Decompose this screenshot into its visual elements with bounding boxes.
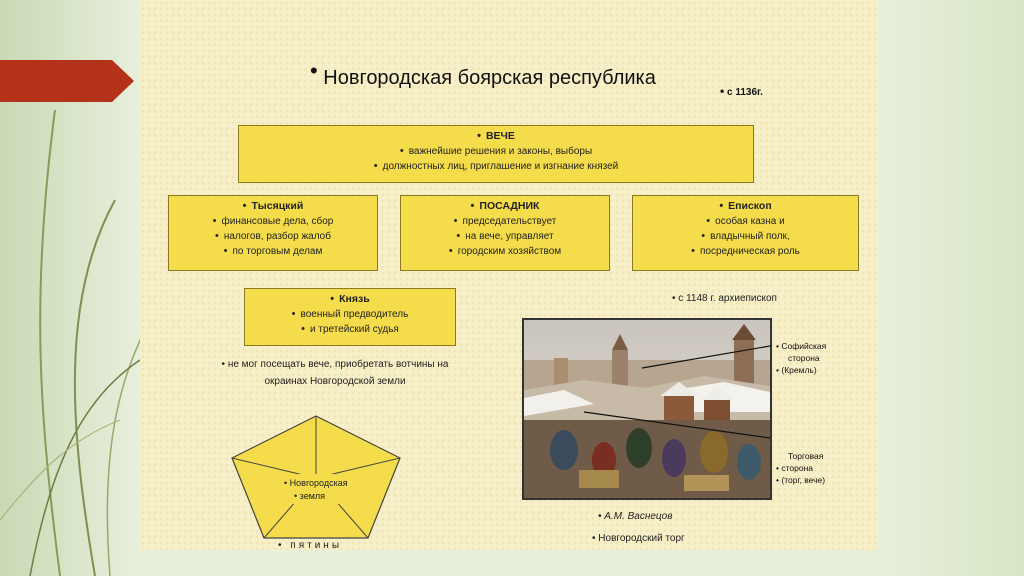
date-note: • с 1136г. (720, 84, 763, 98)
painting-author: • А.М. Васнецов (598, 511, 673, 522)
tysyatsky-header: Тысяцкий (169, 200, 377, 212)
tysyatsky-box: Тысяцкий финансовые дела, сбор налогов, … (168, 195, 378, 271)
tysyatsky-line-1: финансовые дела, сбор (169, 214, 377, 229)
painting-name: • Новгородский торг (592, 533, 685, 544)
veche-line-1: важнейшие решения и законы, выборы (239, 144, 753, 159)
pentagon-center-label: • Новгородская • земля (284, 478, 348, 501)
veche-header: ВЕЧЕ (239, 130, 753, 142)
pentagon-diagram (231, 415, 401, 539)
posadnik-line-3: городским хозяйством (401, 244, 609, 259)
prince-limits-note: • не мог посещать вече, приобретать вотч… (221, 359, 449, 387)
knyaz-header: Князь (245, 293, 455, 305)
knyaz-box: Князь военный предводитель и третейский … (244, 288, 456, 346)
knyaz-line-2: и третейский судья (245, 322, 455, 337)
label-torg-side: Торговая • сторона • (торг, вече) (776, 451, 826, 485)
accent-arrow-tab (0, 60, 134, 102)
episkop-header: Епископ (633, 200, 858, 212)
label-sofia-side: • Софийская сторона • (Кремль) (776, 341, 827, 375)
veche-line-2: должностных лиц, приглашение и изгнание … (239, 159, 753, 174)
posadnik-line-1: председательствует (401, 214, 609, 229)
tysyatsky-line-2: налогов, разбор жалоб (169, 229, 377, 244)
episkop-line-1: особая казна и (633, 214, 858, 229)
decorative-grass-lines (0, 109, 146, 576)
veche-box: ВЕЧЕ важнейшие решения и законы, выборы … (238, 125, 754, 183)
posadnik-header: ПОСАДНИК (401, 200, 609, 212)
posadnik-box: ПОСАДНИК председательствует на вече, упр… (400, 195, 610, 271)
episkop-line-2: владычный полк, (633, 229, 858, 244)
pentagon-caption: • пятины (278, 540, 343, 551)
novgorod-market-painting (522, 318, 772, 500)
episkop-box: Епископ особая казна и владычный полк, п… (632, 195, 859, 271)
episkop-line-3: посредническая роль (633, 244, 858, 259)
archbishop-note: • с 1148 г. архиепископ (672, 293, 777, 304)
painting-image (524, 320, 770, 498)
posadnik-line-2: на вече, управляет (401, 229, 609, 244)
slide-title: • Новгородская боярская республика (310, 58, 656, 89)
tysyatsky-line-3: по торговым делам (169, 244, 377, 259)
knyaz-line-1: военный предводитель (245, 307, 455, 322)
